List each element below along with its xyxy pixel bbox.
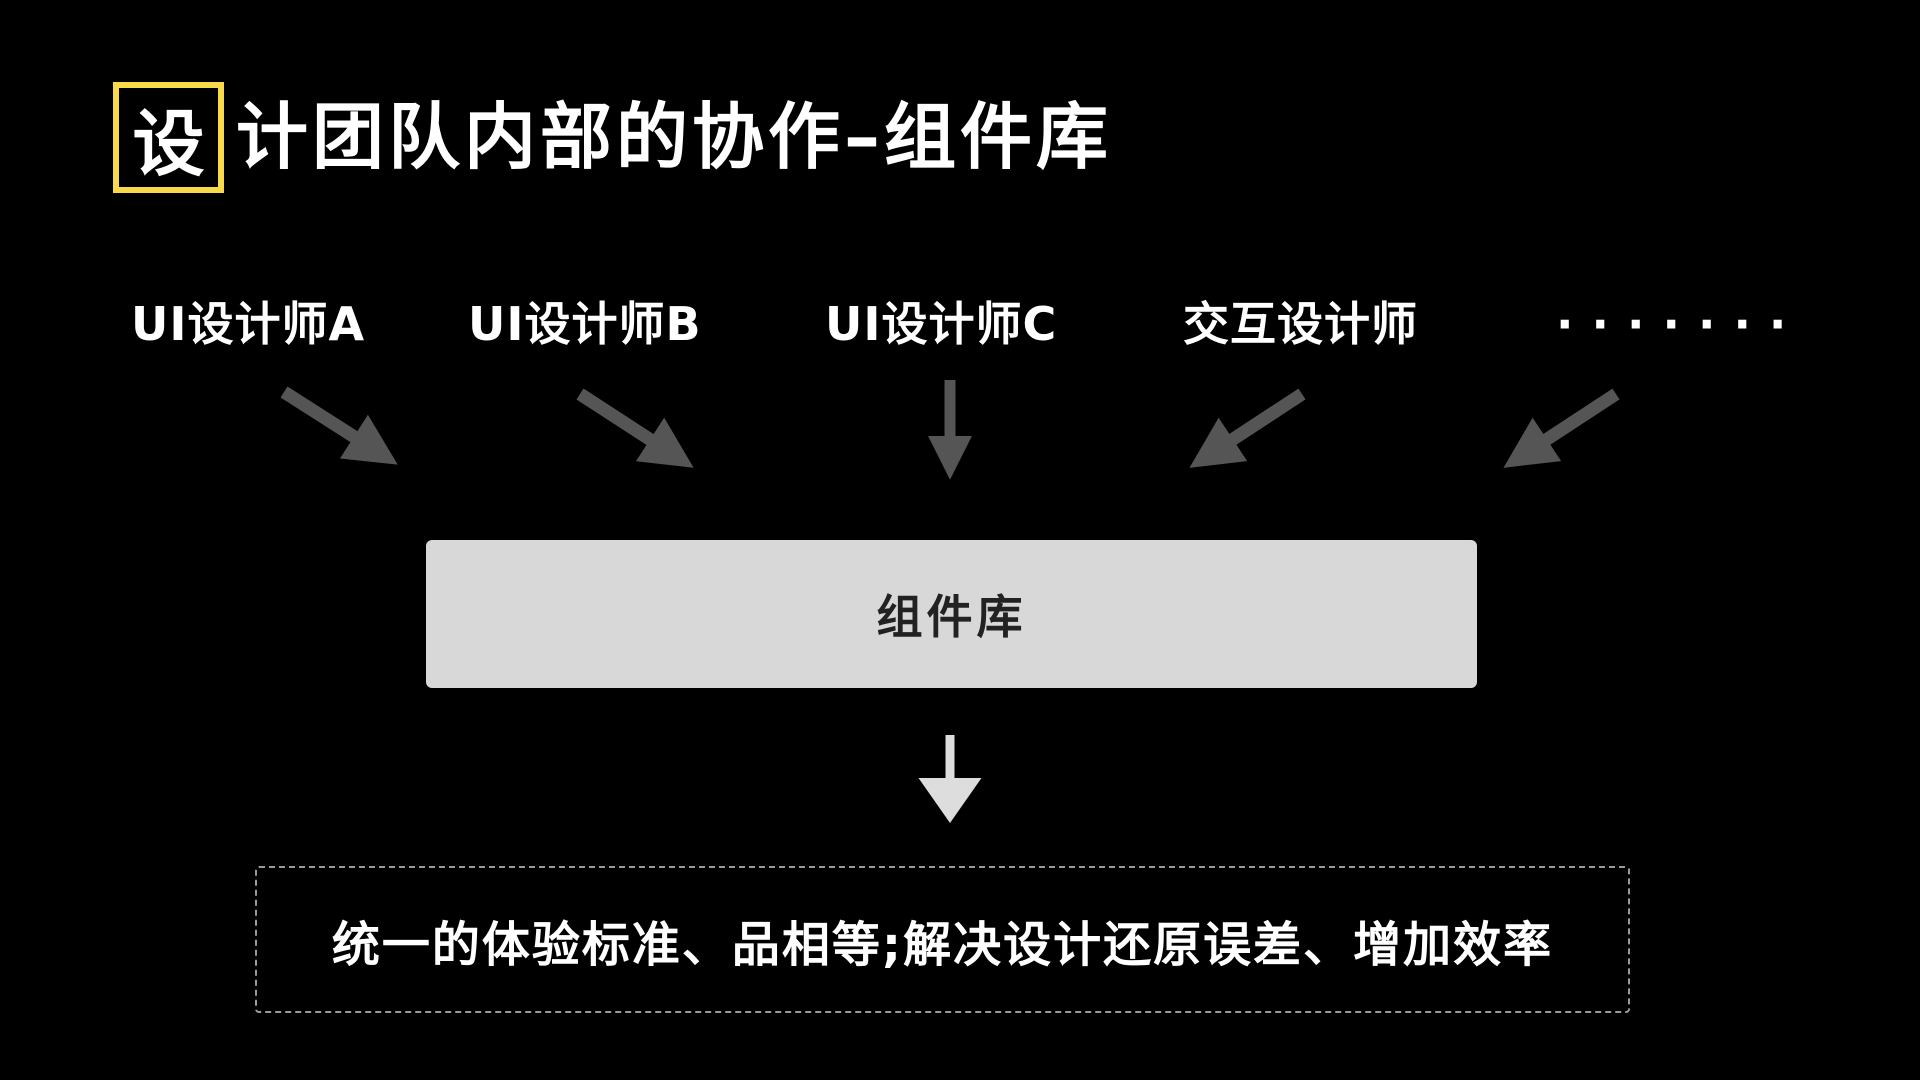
- role-interaction-designer: 交互设计师: [1183, 297, 1418, 351]
- result-text: 统一的体验标准、品相等;解决设计还原误差、增加效率: [331, 916, 1554, 973]
- title-highlight-box: 设: [113, 82, 224, 193]
- arrow-a-icon: [280, 386, 398, 465]
- page-title: 计团队内部的协作–组件库: [236, 95, 1113, 179]
- component-library-label: 组件库: [876, 590, 1027, 644]
- component-library-box: 组件库: [426, 540, 1477, 688]
- arrow-e-icon: [1503, 388, 1620, 468]
- role-more-ellipsis: · · · · · · ·: [1556, 297, 1788, 351]
- role-ui-designer-a: UI设计师A: [131, 297, 366, 351]
- role-ui-designer-b: UI设计师B: [468, 297, 702, 351]
- title-highlight-char: 设: [132, 102, 205, 186]
- role-ui-designer-c: UI设计师C: [825, 297, 1058, 351]
- arrow-d-icon: [1189, 388, 1306, 468]
- result-box: 统一的体验标准、品相等;解决设计还原误差、增加效率: [255, 866, 1630, 1013]
- arrow-b-icon: [576, 388, 694, 468]
